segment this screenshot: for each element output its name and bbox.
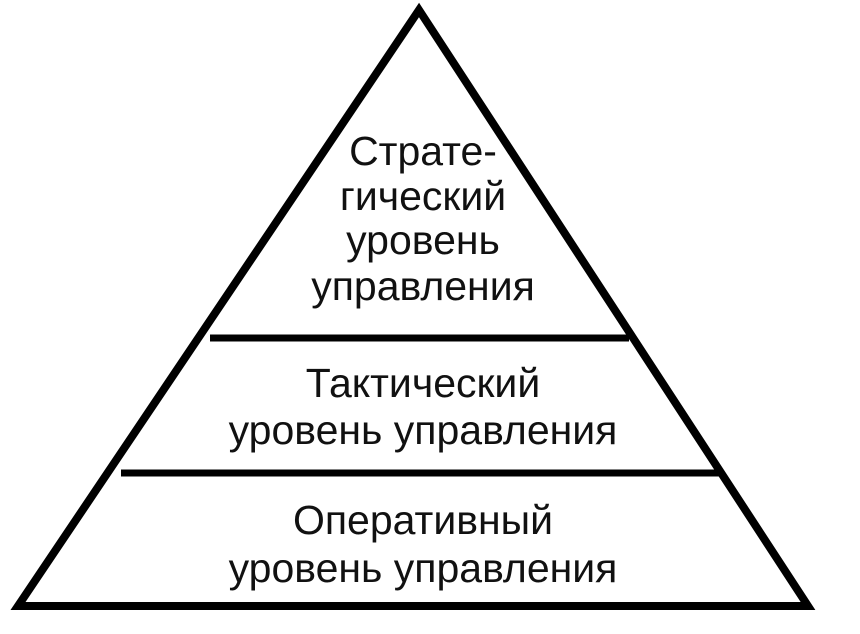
tactical-level-line-2: уровень управления	[229, 407, 618, 453]
pyramid-outline	[10, 2, 816, 610]
operational-level: Оперативный уровень управления	[229, 497, 618, 591]
tactical-level: Тактический уровень управления	[229, 360, 618, 453]
strategic-level-line-1: Страте-	[349, 128, 497, 174]
strategic-level-line-4: управления	[311, 263, 535, 309]
operational-level-line-2: уровень управления	[229, 545, 618, 591]
tactical-level-line-1: Тактический	[306, 360, 541, 406]
strategic-level-line-3: уровень	[346, 217, 500, 263]
strategic-level-line-2: гический	[340, 173, 506, 219]
strategic-level: Страте- гический уровень управления	[311, 128, 535, 309]
operational-level-line-1: Оперативный	[293, 497, 553, 543]
